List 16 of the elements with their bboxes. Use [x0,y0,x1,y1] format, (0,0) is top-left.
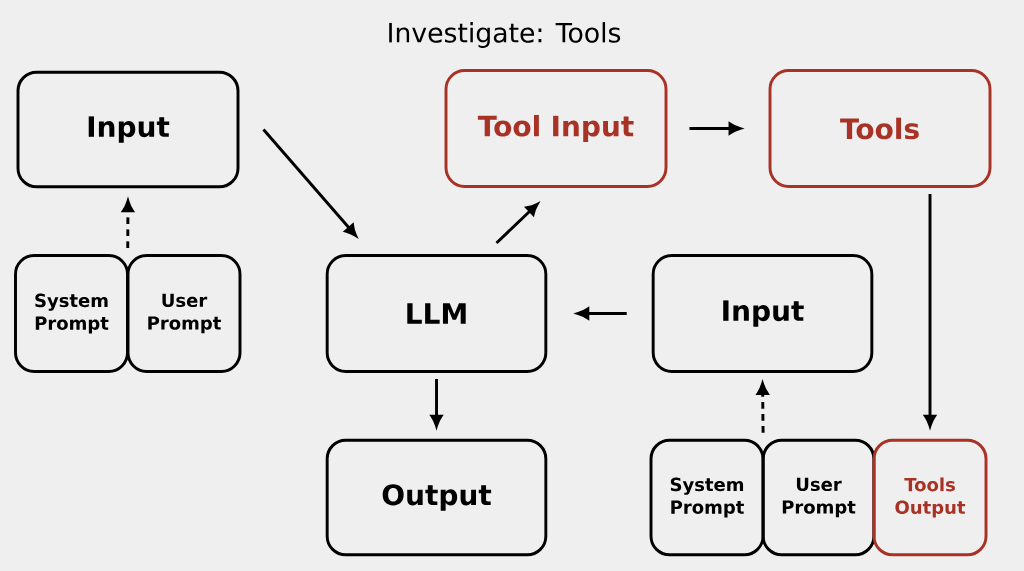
process-box: System Prompt [649,438,765,557]
process-box: Output [325,438,548,557]
process-box: System Prompt [14,254,129,373]
process-box: User Prompt [761,438,876,557]
process-box: Tools [768,69,992,188]
process-box: Tools Output [872,438,988,557]
process-box: User Prompt [126,254,242,373]
process-box: Tool Input [444,69,668,188]
arrow [495,202,539,245]
process-box: Input [651,254,874,373]
process-box: Input [16,70,240,189]
process-box: LLM [325,254,548,373]
arrow [924,193,936,428]
arrow [262,128,357,237]
arrow [122,199,134,249]
title: Investigate: Tools [389,22,621,48]
